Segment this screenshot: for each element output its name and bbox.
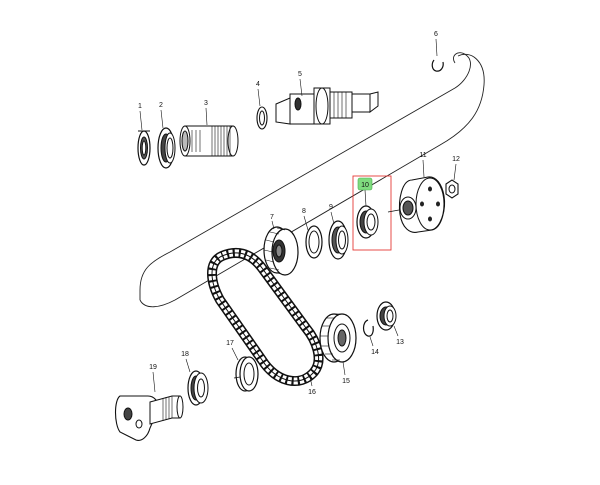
- leader-12: [453, 163, 457, 181]
- callout-17[interactable]: 17: [226, 340, 234, 347]
- axis-outline: [139, 52, 471, 300]
- callout-14[interactable]: 14: [371, 349, 379, 356]
- callout-1[interactable]: 1: [138, 103, 142, 110]
- callout-13[interactable]: 13: [396, 339, 404, 346]
- callout-12[interactable]: 12: [452, 156, 460, 163]
- leader-5: [299, 78, 303, 97]
- part-2-bearing[interactable]: [158, 128, 175, 168]
- leader-1: [139, 110, 143, 131]
- leader-17: [231, 347, 239, 361]
- callout-8[interactable]: 8: [302, 208, 306, 215]
- callout-5[interactable]: 5: [298, 71, 302, 78]
- callout-4[interactable]: 4: [256, 81, 260, 88]
- leader-18: [185, 358, 191, 373]
- part-8-ring[interactable]: [306, 226, 322, 258]
- callout-7[interactable]: 7: [270, 214, 274, 221]
- part-6-snap-ring[interactable]: [432, 60, 443, 71]
- callout-15[interactable]: 15: [342, 378, 350, 385]
- callout-10[interactable]: 10: [361, 182, 369, 189]
- leader-6: [435, 38, 438, 57]
- leader-15: [342, 361, 346, 376]
- leader-8: [303, 215, 309, 231]
- callout-19[interactable]: 19: [149, 364, 157, 371]
- part-10-bearing[interactable]: [357, 206, 378, 238]
- part-12-nut[interactable]: [445, 179, 459, 199]
- part-9-bearing[interactable]: [329, 221, 348, 259]
- callout-6[interactable]: 6: [434, 31, 438, 38]
- part-19-yoke[interactable]: [116, 396, 184, 440]
- callout-3[interactable]: 3: [204, 100, 208, 107]
- axis-outline-lower: [139, 54, 485, 308]
- part-3-gear-shaft[interactable]: [180, 126, 238, 156]
- leader-14: [369, 336, 374, 347]
- part-11-flange[interactable]: [388, 177, 445, 232]
- part-13-bearing[interactable]: [377, 302, 396, 330]
- part-16-chain[interactable]: [212, 253, 319, 381]
- callout-2[interactable]: 2: [159, 102, 163, 109]
- part-15-gear[interactable]: [320, 314, 356, 362]
- leader-2: [160, 109, 164, 129]
- leader-10: [364, 189, 367, 207]
- part-17-ring[interactable]: [234, 357, 258, 391]
- part-18-seal[interactable]: [188, 371, 208, 405]
- part-4-washer[interactable]: [257, 107, 267, 129]
- leader-7: [271, 220, 275, 230]
- leader-16: [309, 376, 313, 387]
- leader-4: [257, 88, 261, 107]
- part-14-snap-ring[interactable]: [364, 320, 374, 336]
- part-7-sprocket[interactable]: [264, 227, 298, 275]
- callout-9[interactable]: 9: [329, 204, 333, 211]
- leader-13: [393, 325, 399, 337]
- part-1-seal[interactable]: [138, 131, 150, 165]
- highlight-box-part-10: [352, 175, 392, 251]
- leader-19: [152, 371, 156, 393]
- leader-9: [330, 211, 335, 225]
- callout-18[interactable]: 18: [181, 351, 189, 358]
- callout-11[interactable]: 11: [419, 152, 426, 159]
- part-5-input-shaft[interactable]: [276, 88, 378, 124]
- leader-11: [422, 159, 425, 178]
- leader-3: [205, 107, 208, 126]
- callout-16[interactable]: 16: [308, 389, 316, 396]
